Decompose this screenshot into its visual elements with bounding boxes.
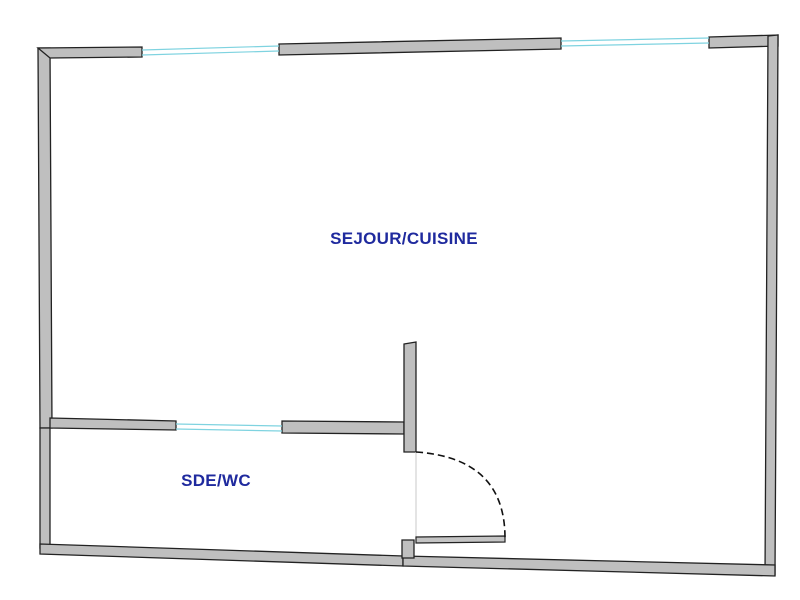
- window-top-right-glass-inner: [560, 42, 710, 47]
- room-label-bathroom: SDE/WC: [181, 471, 251, 490]
- room-label-living: SEJOUR/CUISINE: [330, 229, 478, 248]
- window-bathroom-glass-inner: [175, 428, 283, 432]
- partition-vertical: [403, 341, 417, 453]
- exterior-wall-top-middle: [278, 37, 562, 56]
- window-bathroom-partition: [175, 423, 283, 432]
- window-top-right: [560, 37, 710, 47]
- exterior-wall-left-lower: [39, 427, 51, 549]
- exterior-wall-bottom: [39, 543, 404, 567]
- exterior-wall-left: [37, 47, 53, 429]
- exterior-wall-bottom-right: [402, 555, 776, 577]
- window-top-left-glass-inner: [141, 50, 280, 56]
- exterior-wall-top-left: [36, 46, 143, 59]
- partition-bathroom-top-right: [281, 420, 405, 435]
- door-swing-arc: [415, 451, 506, 539]
- door-leaf: [415, 535, 506, 544]
- partition-stub-bottom: [401, 539, 415, 559]
- window-top-left-glass-outer: [141, 45, 280, 51]
- window-top-right-glass-outer: [560, 37, 710, 42]
- window-bathroom-glass-outer: [175, 423, 283, 427]
- partition-bathroom-top-left: [49, 417, 177, 431]
- exterior-wall-right: [764, 34, 779, 576]
- window-top-left: [141, 45, 280, 56]
